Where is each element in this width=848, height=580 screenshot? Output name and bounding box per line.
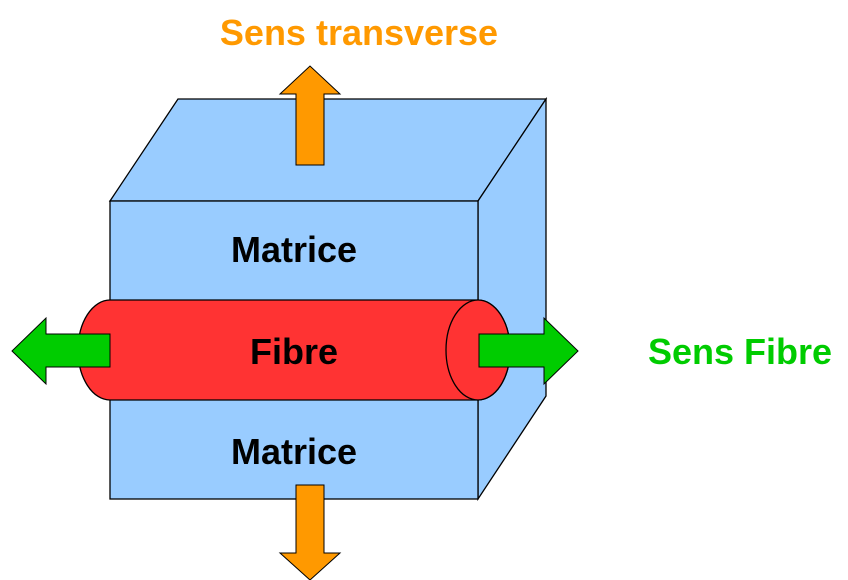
transverse-direction-label: Sens transverse [220, 12, 498, 53]
matrix-bottom-label: Matrice [231, 431, 357, 472]
matrix-top-face [108, 98, 548, 202]
fibre-direction-label: Sens Fibre [648, 331, 832, 372]
fibre-label: Fibre [250, 331, 338, 372]
matrix-top-label: Matrice [231, 229, 357, 270]
fibre-arrow-right [478, 316, 579, 386]
transverse-arrow-down [278, 484, 342, 580]
fibre-arrow-left [11, 316, 111, 386]
transverse-arrow-up [278, 65, 342, 166]
fibre-cylinder [77, 299, 511, 401]
